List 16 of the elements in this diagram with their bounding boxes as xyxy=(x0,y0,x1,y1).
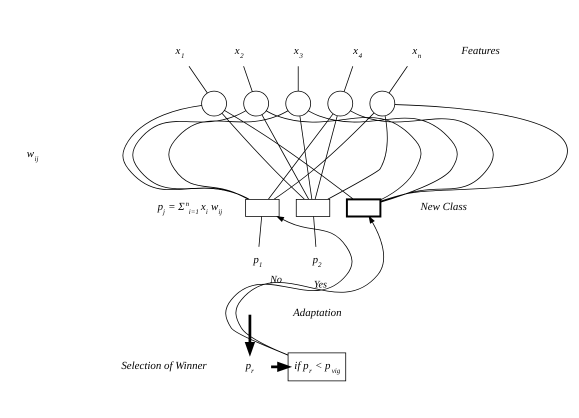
node-text: p$_{r}$ xyxy=(246,359,254,374)
edge-label: Yes xyxy=(314,279,327,290)
label: w$_{ij}$ xyxy=(26,148,38,163)
node-text: p$_{2}$ xyxy=(312,254,322,269)
label: Adaptation xyxy=(293,306,342,318)
label: Selection of Winner xyxy=(121,359,207,372)
edge-label: No xyxy=(270,274,282,286)
node-text: p$_{1}$ xyxy=(253,254,262,269)
node-text: x$_{4}$ xyxy=(353,44,362,60)
label: Features xyxy=(461,44,500,57)
node-text: x$_{3}$ xyxy=(294,44,303,60)
label: p$_{j}$ = Σ$^{n}$$_{i=1}$ x$_{i}$ w$_{ij}$ xyxy=(158,200,222,216)
node-text: x$_{n}$ xyxy=(412,44,422,60)
node-text: x$_{2}$ xyxy=(234,44,244,60)
node-text: x$_{1}$ xyxy=(176,44,184,60)
node-label: New Class xyxy=(420,200,467,213)
